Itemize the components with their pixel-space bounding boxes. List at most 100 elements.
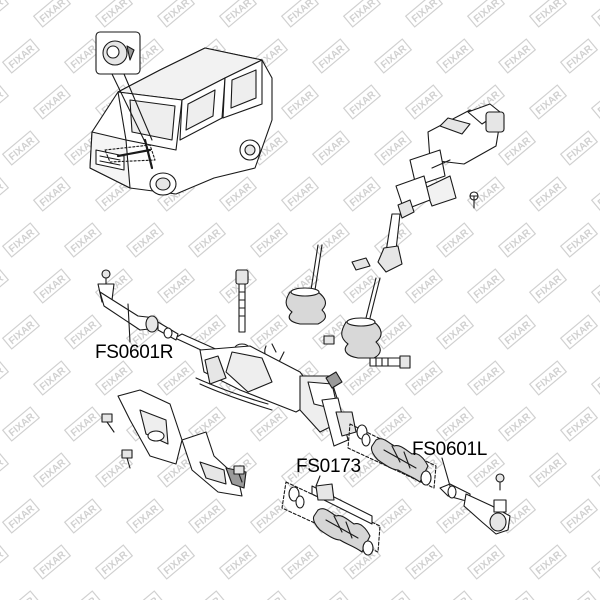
watermark-tile: FIXAR <box>559 590 599 600</box>
svg-text:FIXAR: FIXAR <box>534 181 565 209</box>
svg-text:FIXAR: FIXAR <box>472 365 503 393</box>
watermark-tile: FIXAR <box>528 268 568 304</box>
svg-text:FIXAR: FIXAR <box>503 135 534 163</box>
svg-text:FIXAR: FIXAR <box>379 319 410 347</box>
svg-text:FIXAR: FIXAR <box>224 549 255 577</box>
svg-text:FIXAR: FIXAR <box>100 365 131 393</box>
svg-text:FIXAR: FIXAR <box>348 181 379 209</box>
watermark-tile: FIXAR <box>497 38 537 74</box>
svg-text:FIXAR: FIXAR <box>193 503 224 531</box>
watermark-tile: FIXAR <box>404 84 444 120</box>
watermark-tile: FIXAR <box>404 268 444 304</box>
watermark-tile: FIXAR <box>559 314 599 350</box>
svg-text:FIXAR: FIXAR <box>7 319 38 347</box>
watermark-tile: FIXAR <box>373 38 413 74</box>
watermark-tile: FIXAR <box>32 84 72 120</box>
boot-kit-lower <box>281 481 381 556</box>
svg-text:FIXAR: FIXAR <box>69 503 100 531</box>
watermark-tile: FIXAR <box>1 590 41 600</box>
svg-text:FIXAR: FIXAR <box>379 503 410 531</box>
svg-text:FIXAR: FIXAR <box>286 181 317 209</box>
watermark-tile: FIXAR <box>1 130 41 166</box>
svg-text:FIXAR: FIXAR <box>7 135 38 163</box>
watermark-tile: FIXAR <box>280 84 320 120</box>
svg-text:FIXAR: FIXAR <box>317 135 348 163</box>
svg-text:FIXAR: FIXAR <box>565 319 596 347</box>
watermark-tile: FIXAR <box>94 360 134 396</box>
watermark-tile: FIXAR <box>32 268 72 304</box>
svg-text:FIXAR: FIXAR <box>534 89 565 117</box>
svg-text:FIXAR: FIXAR <box>565 411 596 439</box>
watermark-tile: FIXAR <box>0 544 10 580</box>
svg-text:FIXAR: FIXAR <box>224 0 255 25</box>
watermark-tile: FIXAR <box>280 0 320 28</box>
watermark-tile: FIXAR <box>249 590 289 600</box>
svg-text:FIXAR: FIXAR <box>286 549 317 577</box>
watermark-tile: FIXAR <box>218 544 258 580</box>
svg-text:FIXAR: FIXAR <box>38 89 69 117</box>
watermark-tile: FIXAR <box>590 84 600 120</box>
watermark-tile: FIXAR <box>63 590 103 600</box>
watermark-tile: FIXAR <box>435 38 475 74</box>
watermark-tile: FIXAR <box>435 314 475 350</box>
watermark-tile: FIXAR <box>63 222 103 258</box>
watermark-tile: FIXAR <box>590 452 600 488</box>
svg-text:FIXAR: FIXAR <box>317 43 348 71</box>
svg-text:FIXAR: FIXAR <box>348 549 379 577</box>
watermark-tile: FIXAR <box>404 544 444 580</box>
watermark-tile: FIXAR <box>373 590 413 600</box>
van-illustration <box>89 31 273 196</box>
svg-text:FIXAR: FIXAR <box>193 227 224 255</box>
svg-text:FIXAR: FIXAR <box>162 0 193 25</box>
watermark-tile: FIXAR <box>0 360 10 396</box>
svg-text:FIXAR: FIXAR <box>38 0 69 25</box>
svg-text:FIXAR: FIXAR <box>410 365 441 393</box>
watermark-tile: FIXAR <box>218 0 258 28</box>
watermark-tile: FIXAR <box>1 498 41 534</box>
watermark-tile: FIXAR <box>280 176 320 212</box>
watermark-tile: FIXAR <box>497 130 537 166</box>
svg-text:FIXAR: FIXAR <box>565 135 596 163</box>
svg-text:FIXAR: FIXAR <box>286 0 317 25</box>
watermark-tile: FIXAR <box>528 360 568 396</box>
svg-text:FIXAR: FIXAR <box>410 89 441 117</box>
svg-text:FIXAR: FIXAR <box>503 43 534 71</box>
svg-text:FIXAR: FIXAR <box>100 457 131 485</box>
watermark-tile: FIXAR <box>311 222 351 258</box>
svg-text:FIXAR: FIXAR <box>38 549 69 577</box>
watermark-tile: FIXAR <box>1 314 41 350</box>
watermark-tile: FIXAR <box>280 544 320 580</box>
watermark-tile: FIXAR <box>32 176 72 212</box>
watermark-tile: FIXAR <box>0 0 10 28</box>
watermark-tile: FIXAR <box>249 222 289 258</box>
svg-text:FIXAR: FIXAR <box>162 273 193 301</box>
svg-text:FIXAR: FIXAR <box>503 319 534 347</box>
watermark-tile: FIXAR <box>1 406 41 442</box>
watermark-tile: FIXAR <box>1 38 41 74</box>
svg-text:FIXAR: FIXAR <box>255 227 286 255</box>
svg-text:FIXAR: FIXAR <box>7 503 38 531</box>
watermark-tile: FIXAR <box>497 314 537 350</box>
svg-text:FIXAR: FIXAR <box>224 181 255 209</box>
svg-text:FIXAR: FIXAR <box>348 89 379 117</box>
svg-text:FIXAR: FIXAR <box>534 549 565 577</box>
watermark-tile: FIXAR <box>249 498 289 534</box>
watermark-tile: FIXAR <box>342 176 382 212</box>
watermark-tile: FIXAR <box>590 544 600 580</box>
watermark-tile: FIXAR <box>497 590 537 600</box>
svg-text:FIXAR: FIXAR <box>162 365 193 393</box>
watermark-tile: FIXAR <box>404 360 444 396</box>
svg-text:FIXAR: FIXAR <box>286 89 317 117</box>
watermark-tile: FIXAR <box>559 406 599 442</box>
watermark-tile: FIXAR <box>0 268 10 304</box>
leader-lines <box>127 303 451 487</box>
watermark-tile: FIXAR <box>435 406 475 442</box>
watermark-tile: FIXAR <box>528 176 568 212</box>
svg-text:FIXAR: FIXAR <box>503 227 534 255</box>
boot-kit-upper <box>347 423 437 489</box>
watermark-tile: FIXAR <box>342 0 382 28</box>
svg-text:FIXAR: FIXAR <box>100 0 131 25</box>
screws <box>101 413 245 483</box>
watermark-tile: FIXAR <box>497 406 537 442</box>
